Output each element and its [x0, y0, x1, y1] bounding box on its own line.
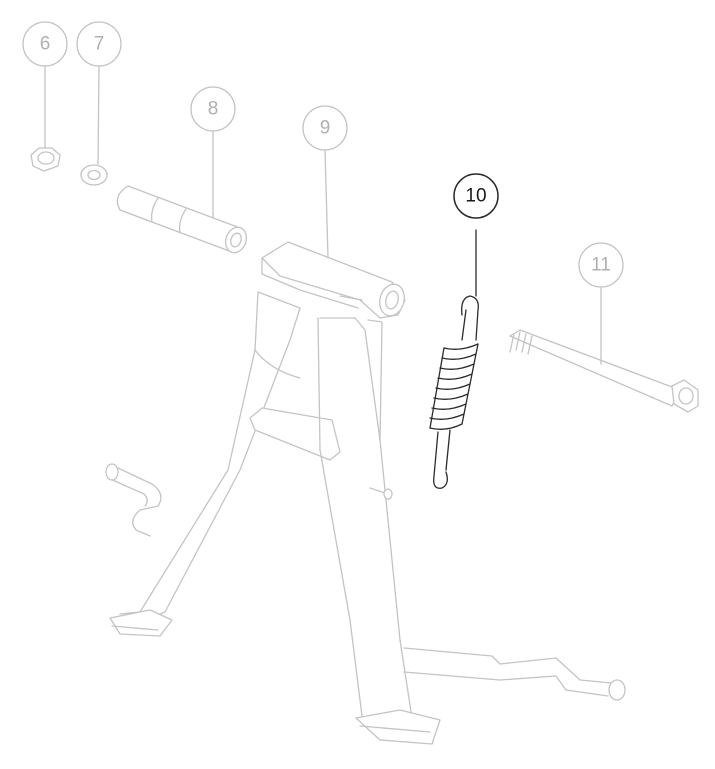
callout-8-label: 8 — [208, 99, 219, 120]
part-10-spring — [429, 229, 479, 489]
callout-8: 8 — [190, 86, 236, 132]
part-8-bushing — [116, 130, 248, 254]
part-9-center-stand — [105, 149, 626, 745]
part-6-hex-nut — [30, 66, 61, 172]
callout-9: 9 — [302, 105, 348, 151]
callout-7: 7 — [76, 21, 122, 67]
callout-9-label: 9 — [320, 118, 331, 139]
callout-7-label: 7 — [94, 34, 105, 55]
callout-11-label: 11 — [591, 255, 611, 276]
callout-6-label: 6 — [40, 34, 51, 55]
callout-6: 6 — [22, 21, 68, 67]
part-7-washer — [80, 66, 108, 186]
callout-11: 11 — [578, 242, 624, 288]
callout-10: 10 — [453, 173, 499, 219]
callout-10-label: 10 — [465, 186, 486, 207]
part-11-bolt — [509, 287, 699, 413]
